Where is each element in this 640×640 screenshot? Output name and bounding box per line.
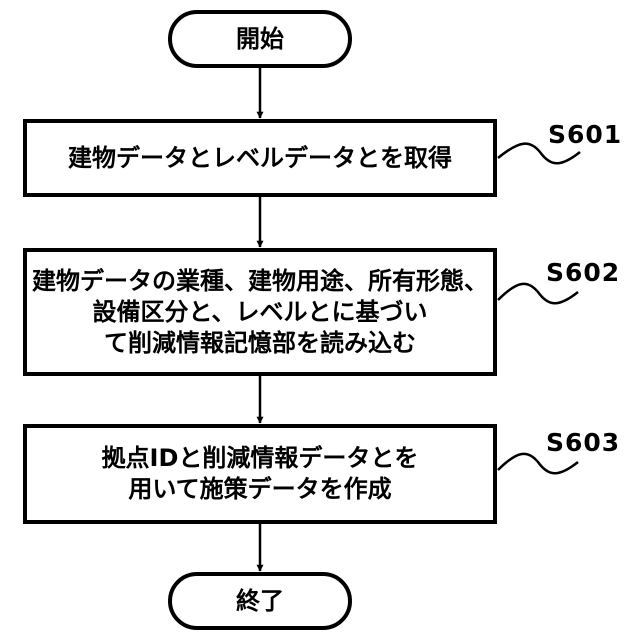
process-label-s601: 建物データとレベルデータとを取得: [25, 121, 495, 195]
step-id-s602: S602: [546, 258, 620, 287]
process-label-s602: 建物データの業種、建物用途、所有形態、 設備区分と、レベルとに基づい て削減情報…: [25, 250, 495, 374]
start-text: 開始: [236, 24, 284, 55]
step-s602-line-3: て削減情報記憶部を読み込む: [104, 328, 416, 359]
step-s601-line-1: 建物データとレベルデータとを取得: [68, 143, 452, 174]
start-terminal-label: 開始: [170, 12, 350, 66]
step-s602-line-2: 設備区分と、レベルとに基づい: [92, 297, 427, 328]
process-label-s603: 拠点IDと削減情報データとを 用いて施策データを作成: [25, 426, 495, 522]
step-s603-line-2: 用いて施策データを作成: [128, 474, 391, 505]
step-s602-line-1: 建物データの業種、建物用途、所有形態、: [32, 266, 488, 297]
step-id-s601: S601: [548, 120, 622, 149]
step-id-s603: S603: [546, 428, 620, 457]
step-s603-line-1: 拠点IDと削減情報データとを: [102, 443, 419, 474]
end-terminal-label: 終了: [170, 574, 350, 628]
end-text: 終了: [236, 586, 284, 617]
